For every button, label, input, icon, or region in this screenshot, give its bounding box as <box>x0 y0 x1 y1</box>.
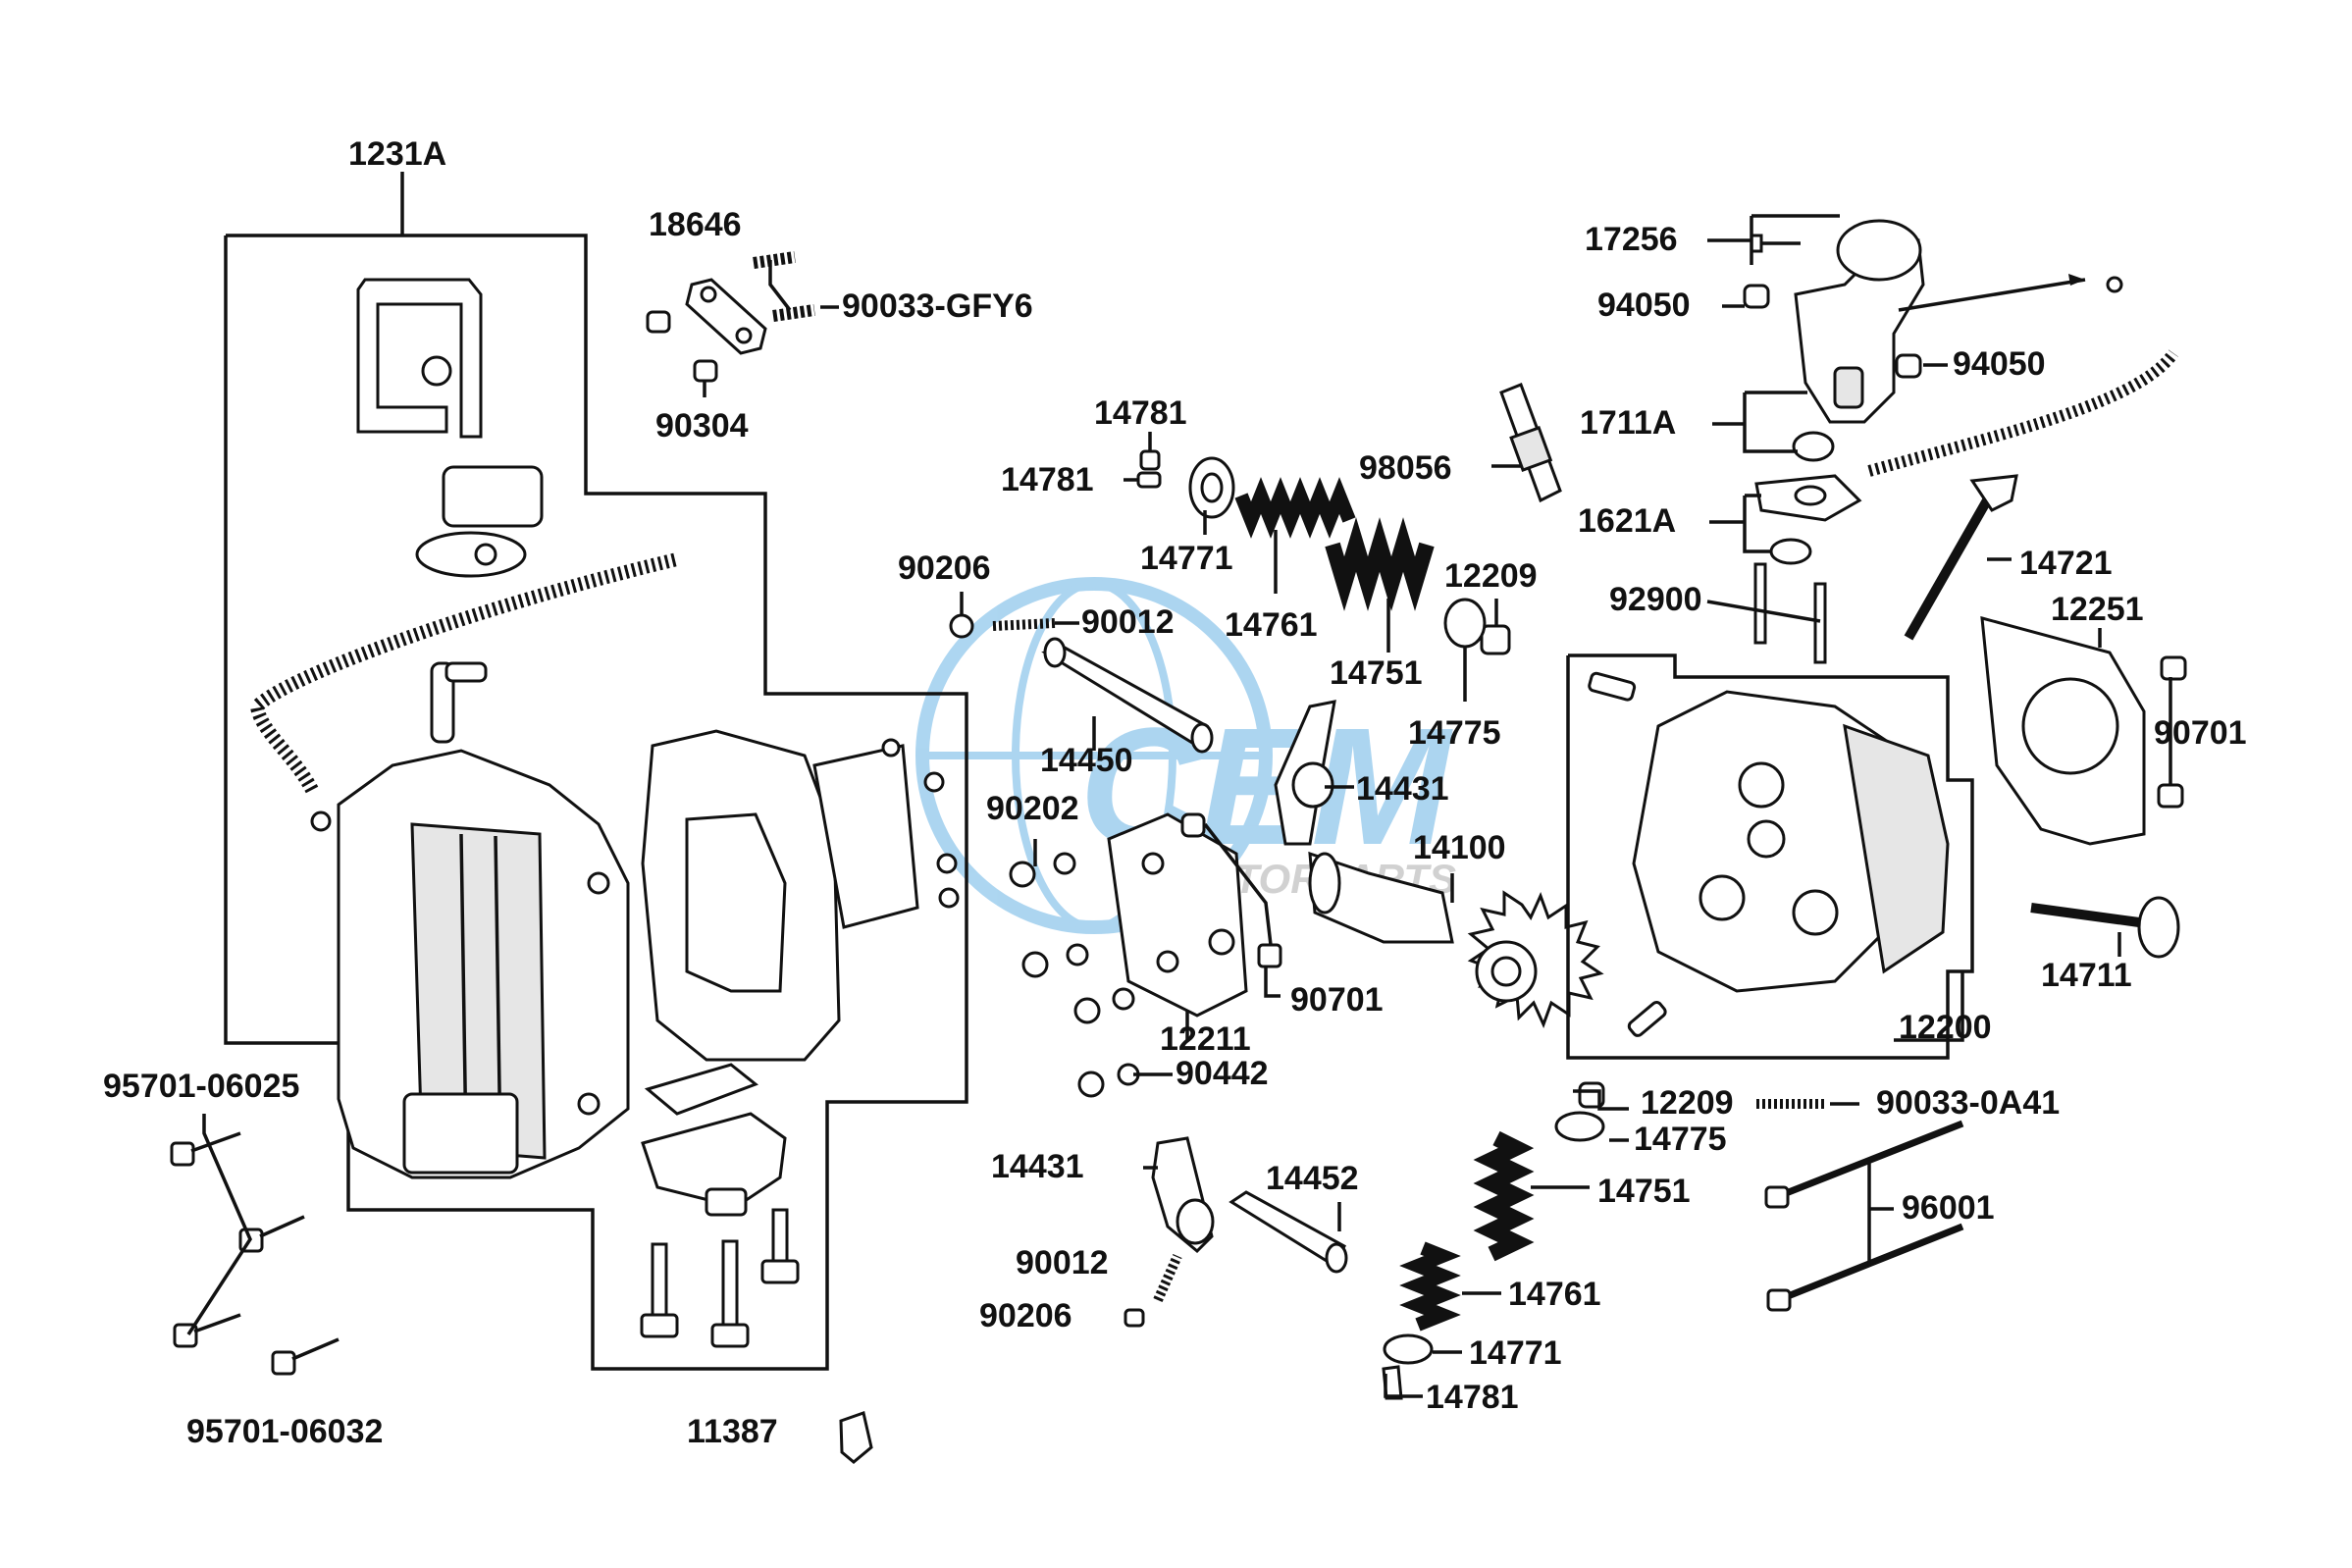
bolts-96001 <box>1764 1120 1964 1312</box>
label-18646: 18646 <box>649 206 742 243</box>
clamp-17256 <box>1836 219 1922 282</box>
label-11387: 11387 <box>687 1413 778 1450</box>
label-14452: 14452 <box>1266 1160 1359 1197</box>
bolt-90012-bot <box>1153 1253 1182 1303</box>
label-90701-mid: 90701 <box>1290 981 1384 1019</box>
bolt-95701-06032 <box>271 1337 340 1376</box>
head-gasket-12251 <box>1980 615 2146 846</box>
label-94050-b: 94050 <box>1953 345 2046 383</box>
leader-lines <box>820 214 1964 1142</box>
label-90206-bot: 90206 <box>979 1297 1072 1334</box>
label-90012-bot: 90012 <box>1016 1244 1109 1281</box>
label-12209-bot: 12209 <box>1641 1084 1734 1122</box>
washer-14775-top <box>1443 598 1487 649</box>
outer-spring-14751-top <box>1325 517 1435 653</box>
spark-plug-98056 <box>1491 383 1562 503</box>
label-14781-top2: 14781 <box>1001 461 1094 498</box>
valve-14721 <box>1904 474 2018 641</box>
rocker-holder-12211 <box>1107 812 1248 1040</box>
label-90206-top: 90206 <box>898 549 991 587</box>
cotter-14781-top <box>1139 449 1161 471</box>
cover-bolts <box>640 1208 800 1348</box>
label-14775-bot: 14775 <box>1634 1121 1727 1158</box>
o-ring-1711A <box>1792 431 1835 462</box>
bolt-90012-top <box>992 618 1056 631</box>
breather-pipe <box>356 278 544 528</box>
pin-14452 <box>1228 1190 1348 1274</box>
label-14781-top: 14781 <box>1094 394 1187 432</box>
label-90033-GFY6: 90033-GFY6 <box>842 287 1033 325</box>
label-98056: 98056 <box>1359 449 1452 487</box>
label-14771-bot: 14771 <box>1469 1334 1562 1372</box>
seal-12209-top <box>1480 624 1511 655</box>
label-90442: 90442 <box>1176 1055 1269 1092</box>
label-1711A: 1711A <box>1580 404 1676 442</box>
vacuum-hose <box>1867 349 2178 477</box>
label-17256: 17256 <box>1585 221 1678 258</box>
label-1621A: 1621A <box>1578 502 1676 540</box>
breather-fitting <box>430 661 455 744</box>
label-14711: 14711 <box>2041 957 2132 994</box>
cylinder-head-12200 <box>1566 653 1974 1060</box>
inner-spring-14761-bot <box>1399 1241 1501 1332</box>
nut-90206-bot <box>1124 1308 1145 1328</box>
label-14450: 14450 <box>1040 742 1133 779</box>
bolts-90033-gfy6 <box>753 251 815 322</box>
nuts-90304 <box>646 310 718 397</box>
label-12211: 12211 <box>1160 1020 1251 1058</box>
rocker-arm-14431-bot <box>1143 1136 1215 1254</box>
seal-12209-bot <box>1578 1081 1605 1109</box>
label-14761-bot: 14761 <box>1508 1276 1601 1313</box>
retainer-14771-bot <box>1383 1333 1434 1365</box>
label-90304: 90304 <box>655 407 749 444</box>
intake-manifold-1711A <box>1794 219 1925 424</box>
dowel-90701-right <box>2160 655 2187 681</box>
clip-11387 <box>839 1411 873 1464</box>
label-12251: 12251 <box>2051 591 2144 628</box>
cylinder-head-cover <box>337 749 630 1179</box>
rocker-shaft-14450 <box>1041 637 1214 754</box>
label-95701-06025: 95701-06025 <box>103 1068 299 1105</box>
label-90033-0A41: 90033-0A41 <box>1876 1084 2060 1122</box>
label-90202: 90202 <box>986 790 1079 827</box>
bolts-95701-06025 <box>170 1114 305 1348</box>
inner-spring-14761-top <box>1234 477 1356 594</box>
label-14721: 14721 <box>2019 545 2113 582</box>
gasket-18646 <box>685 278 767 355</box>
label-12209-top: 12209 <box>1444 557 1538 595</box>
label-14751-top: 14751 <box>1330 654 1423 692</box>
rocker-arm-14431-top <box>1274 700 1354 846</box>
label-14431-bot: 14431 <box>991 1148 1084 1185</box>
label-14761-top: 14761 <box>1225 606 1318 644</box>
label-14431-top: 14431 <box>1356 770 1449 808</box>
label-90701-right: 90701 <box>2154 714 2247 752</box>
label-14771-top: 14771 <box>1140 540 1233 577</box>
label-92900: 92900 <box>1609 581 1702 618</box>
dowel-90701-mid <box>1257 943 1282 968</box>
studs-92900 <box>1706 562 1827 664</box>
tappet-seal <box>644 1063 758 1116</box>
tappet-cover <box>641 1112 787 1209</box>
labels: 1231A 18646 90033-GFY6 90304 95701-06025… <box>103 135 2247 1450</box>
pipe-gasket <box>415 531 527 578</box>
washers-90202 <box>1009 839 1140 1098</box>
label-96001: 96001 <box>1902 1189 1995 1227</box>
washer-14775-bot <box>1554 1111 1605 1142</box>
label-94050-a: 94050 <box>1597 287 1691 324</box>
nut-94050-a <box>1743 284 1770 309</box>
label-90012-top: 90012 <box>1081 603 1175 641</box>
valve-14711 <box>2030 896 2180 959</box>
watermark-globe-icon <box>915 577 1273 934</box>
label-14100: 14100 <box>1413 829 1506 866</box>
label-95701-06032: 95701-06032 <box>186 1413 383 1450</box>
baffle-plate <box>812 744 919 929</box>
label-14751-bot: 14751 <box>1597 1173 1691 1210</box>
outer-spring-14751-bot <box>1473 1130 1590 1262</box>
nut-90206-top <box>949 613 974 639</box>
label-1231A: 1231A <box>348 135 446 173</box>
nut-94050-b <box>1895 353 1922 379</box>
label-14775-top: 14775 <box>1408 714 1501 752</box>
label-14781-bot: 14781 <box>1426 1379 1519 1416</box>
